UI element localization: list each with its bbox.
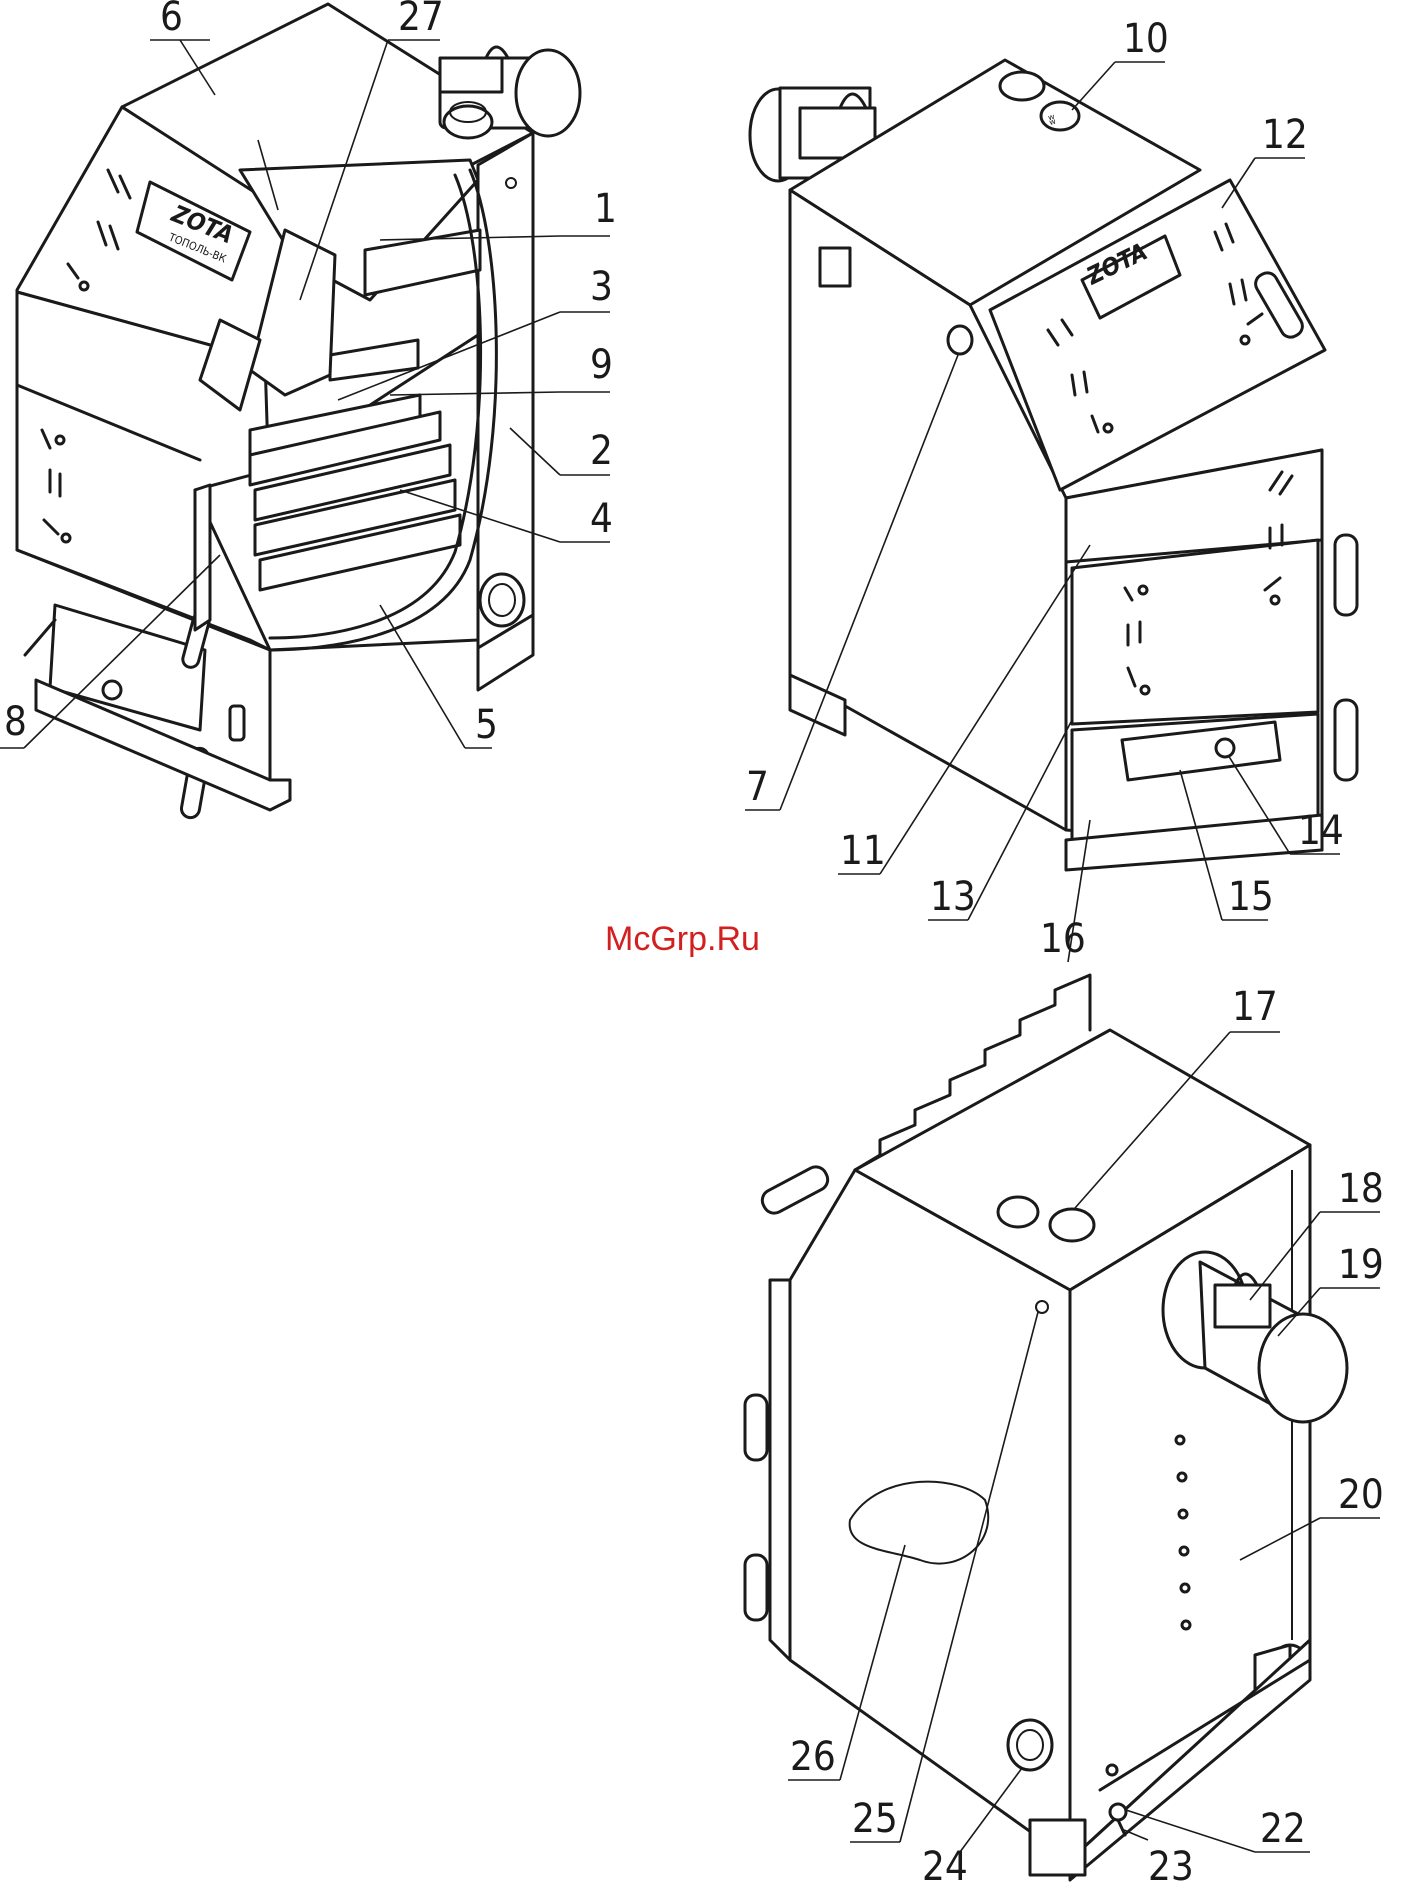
drain-fitting bbox=[1008, 1720, 1052, 1770]
callout-25: 25 bbox=[852, 1796, 898, 1842]
callout-20: 20 bbox=[1338, 1472, 1384, 1518]
callout-19: 19 bbox=[1338, 1242, 1384, 1288]
boiler-front-view: ʬ ZOTA bbox=[750, 60, 1357, 870]
thermometer bbox=[998, 1197, 1038, 1227]
callout-7: 7 bbox=[746, 764, 769, 810]
middle-door-handle bbox=[1335, 535, 1357, 615]
callout-22: 22 bbox=[1260, 1806, 1306, 1852]
callout-1: 1 bbox=[594, 186, 617, 232]
callout-11: 11 bbox=[840, 828, 886, 874]
chimney-end bbox=[1259, 1314, 1347, 1422]
rating-plate bbox=[820, 248, 850, 286]
handle-top bbox=[758, 1163, 831, 1217]
middle-door bbox=[1072, 540, 1318, 724]
handle-lower bbox=[745, 1555, 767, 1620]
callout-2: 2 bbox=[590, 428, 613, 474]
callout-15: 15 bbox=[1228, 874, 1274, 920]
callout-6: 6 bbox=[160, 0, 183, 40]
callout-10: 10 bbox=[1123, 16, 1169, 62]
air-knob bbox=[1216, 739, 1234, 757]
chimney-end bbox=[516, 50, 580, 136]
callout-13: 13 bbox=[930, 874, 976, 920]
callout-3: 3 bbox=[590, 264, 613, 310]
ash-door-handle bbox=[1335, 700, 1357, 780]
base-foot bbox=[1030, 1820, 1085, 1875]
top-fitting bbox=[1000, 72, 1044, 100]
callout-5: 5 bbox=[475, 702, 498, 748]
callout-26: 26 bbox=[790, 1734, 836, 1780]
top-fitting bbox=[1050, 1209, 1094, 1241]
draft-regulator bbox=[1215, 1285, 1270, 1327]
side-fitting bbox=[948, 326, 972, 354]
callout-16: 16 bbox=[1040, 916, 1086, 962]
draft-regulator bbox=[440, 58, 502, 92]
return-pipe bbox=[480, 574, 524, 626]
callout-4: 4 bbox=[590, 496, 613, 542]
callout-14: 14 bbox=[1298, 808, 1344, 854]
drain-valve bbox=[1110, 1804, 1126, 1820]
callout-9: 9 bbox=[590, 342, 613, 388]
ash-door-knob bbox=[103, 681, 121, 699]
callout-27: 27 bbox=[398, 0, 444, 40]
callout-23: 23 bbox=[1148, 1844, 1194, 1885]
callout-18: 18 bbox=[1338, 1166, 1384, 1212]
handle-upper bbox=[745, 1395, 767, 1460]
callout-12: 12 bbox=[1262, 112, 1308, 158]
callout-8: 8 bbox=[4, 699, 27, 745]
callout-17: 17 bbox=[1232, 984, 1278, 1030]
right-side-panel bbox=[478, 133, 533, 648]
watermark: McGrp.Ru bbox=[605, 920, 760, 958]
boiler-cutaway-view: ZOTA ТОПОЛЬ-ВК bbox=[17, 4, 580, 819]
